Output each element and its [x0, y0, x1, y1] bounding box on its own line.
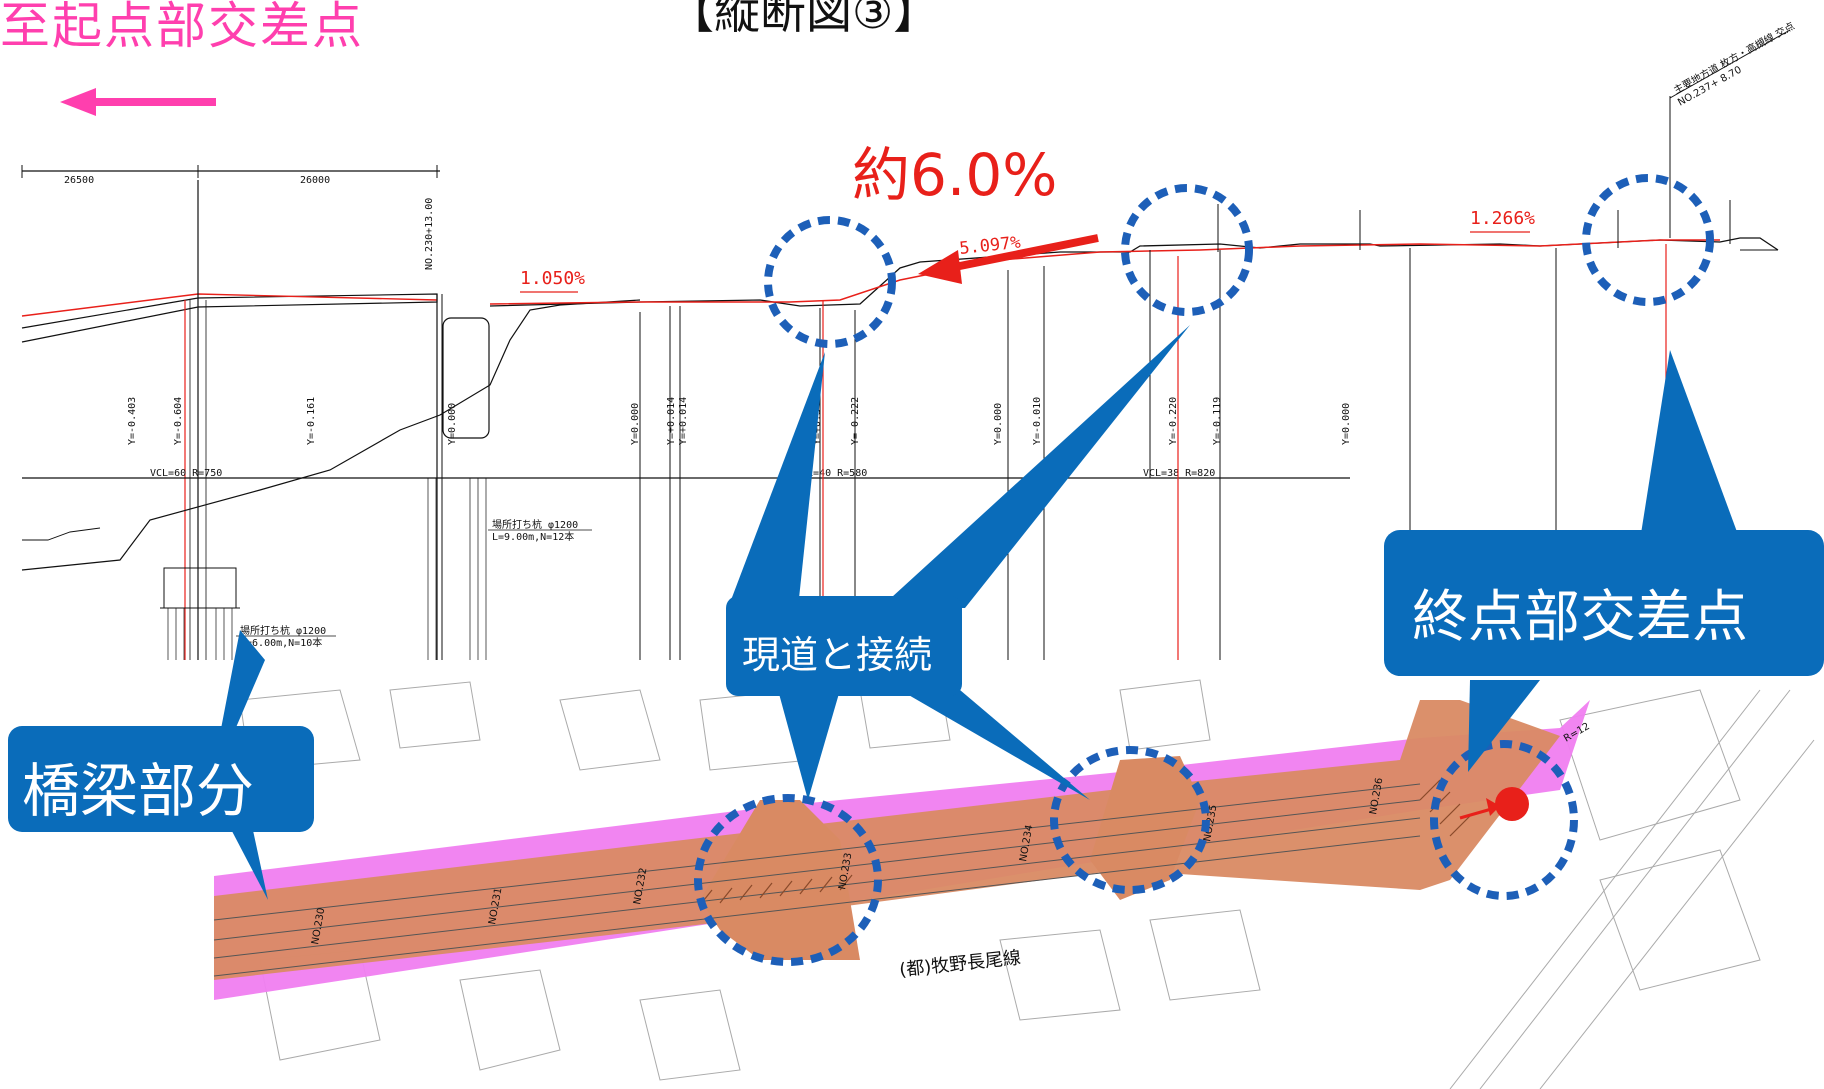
vcl-2-label: VCL=40 R=580 [795, 468, 867, 479]
plan-circle-3 [1430, 740, 1578, 900]
y-label-4: Y=0.000 [447, 403, 458, 445]
station-mark-label: NO.230+13.00 [424, 198, 435, 270]
connect-tail-down-1 [778, 690, 840, 800]
connect-callout-label: 現道と接続 [742, 633, 933, 677]
end-intersection-callout: 終点部交差点 [1384, 530, 1824, 676]
profile-circle-2 [1121, 184, 1253, 316]
span-right-label: 26000 [300, 175, 330, 186]
y-label-13: Y=-0.119 [1212, 397, 1223, 445]
connect-tail-up-1 [728, 352, 825, 608]
profile-circle-3 [1582, 174, 1714, 306]
left-arrow-icon [60, 88, 216, 116]
y-label-7: Y=+0.014 [678, 397, 689, 445]
end-tail-up [1640, 350, 1740, 540]
y-label-5: Y=0.000 [630, 403, 641, 445]
center-title: 【縦断図③】 [668, 0, 940, 39]
y-label-1: Y=-0.403 [127, 397, 138, 445]
vcl-3-label: VCL=38 R=820 [1143, 468, 1215, 479]
plan-circle-2 [1050, 746, 1210, 894]
end-intersection-callout-label: 終点部交差点 [1412, 585, 1748, 650]
connect-tail-down-2 [900, 690, 1090, 800]
y-label-12: Y=-0.220 [1168, 397, 1179, 445]
grade-arrow [918, 234, 1099, 284]
y-label-9: Y=-0.222 [850, 397, 861, 445]
y-label-2: Y=-0.604 [173, 397, 184, 445]
end-tail-down [1468, 680, 1540, 772]
grade-right-label: 1.266% [1470, 208, 1535, 229]
plan-circle-1 [694, 794, 882, 966]
pile-2-line2: L=6.00m,N=10本 [240, 636, 322, 649]
grade-approx-label: 約6.0% [852, 141, 1058, 209]
y-label-14: Y=0.000 [1341, 403, 1352, 445]
bridge-callout-label: 橋梁部分 [22, 757, 255, 825]
callout-tails [180, 325, 1740, 900]
bridge-callout: 橋梁部分 [8, 726, 314, 832]
span-left-label: 26500 [64, 175, 94, 186]
y-label-6: Y=+0.014 [666, 397, 677, 445]
connect-tail-up-2 [880, 325, 1190, 608]
profile-circle-1 [764, 216, 896, 348]
top-right-note-1: 主要地方道 枚方・高槻線 交点 [1671, 19, 1797, 96]
left-title: 至起点部交差点 [0, 0, 364, 55]
y-label-10: Y=0.000 [993, 403, 1004, 445]
grade-left-label: 1.050% [520, 268, 585, 289]
bridge-tail-up [180, 630, 265, 760]
connect-callout: 現道と接続 [726, 596, 962, 696]
highlight-circles [694, 174, 1714, 966]
end-point-marker [1495, 787, 1529, 821]
pile-1-line1: 場所打ち杭 φ1200 [492, 518, 578, 531]
y-label-11: Y=-0.010 [1032, 397, 1043, 445]
plan-view: NO.230 NO.231 NO.232 NO.233 NO.234 NO.23… [213, 672, 1815, 1089]
pile-2-line1: 場所打ち杭 φ1200 [240, 624, 326, 637]
y-label-3: Y=-0.161 [306, 397, 317, 445]
pile-1-line2: L=9.00m,N=12本 [492, 530, 574, 543]
vcl-1-label: VCL=60 R=750 [150, 468, 222, 479]
